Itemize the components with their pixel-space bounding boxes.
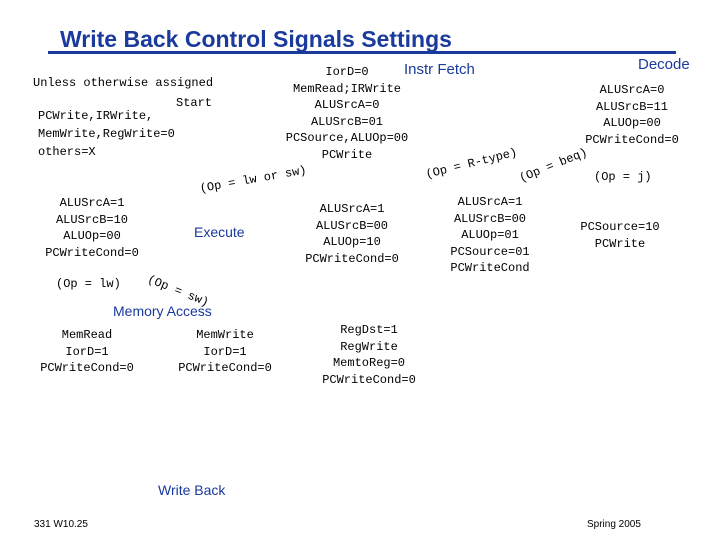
state-fetch-line: ALUSrcA=0	[314, 98, 380, 112]
defaults-line-1: Unless otherwise assigned	[33, 76, 214, 90]
stage-label-decode: Decode	[638, 56, 690, 73]
state-r-exec: ALUSrcA=1 ALUSrcB=00 ALUOp=10 PCWriteCon…	[296, 201, 408, 267]
state-branch-line: PCSource=01	[450, 244, 530, 259]
state-decode: ALUSrcA=0 ALUSrcB=11 ALUOp=00 PCWriteCon…	[568, 82, 696, 148]
state-branch-line: PCWriteCond	[450, 261, 530, 275]
footer-left: 331 W10.25	[34, 519, 88, 530]
title-underline	[48, 51, 676, 54]
state-mem-addr-line: ALUSrcA=1	[59, 196, 125, 210]
state-r-write-line: RegDst=1	[340, 323, 398, 337]
state-r-exec-line: PCWriteCond=0	[305, 251, 399, 266]
page-title: Write Back Control Signals Settings	[60, 26, 452, 52]
condition-r-type: (Op = R-type)	[424, 145, 519, 182]
state-fetch-line: MemRead;IRWrite	[292, 81, 402, 96]
defaults-line-3: MemWrite,RegWrite=0	[38, 127, 175, 141]
state-mem-read-line: MemRead	[61, 328, 113, 342]
defaults-line-2: PCWrite,IRWrite,	[38, 109, 154, 123]
state-mem-read: MemRead IorD=1 PCWriteCond=0	[30, 327, 144, 377]
state-branch-line: ALUOp=01	[461, 228, 519, 242]
condition-lw: (Op = lw)	[56, 277, 121, 291]
state-fetch-line: PCSource,ALUOp=00	[285, 131, 409, 145]
state-mem-write-line: PCWriteCond=0	[178, 361, 272, 375]
state-jump-line: PCSource=10	[580, 220, 660, 234]
state-branch: ALUSrcA=1 ALUSrcB=00 ALUOp=01 PCSource=0…	[440, 194, 540, 277]
condition-beq: (Op = beq)	[517, 145, 590, 186]
state-branch-line: ALUSrcA=1	[457, 195, 523, 209]
footer-right: Spring 2005	[587, 519, 641, 530]
state-decode-line: ALUSrcB=11	[595, 99, 668, 114]
state-mem-addr-line: ALUOp=00	[63, 229, 121, 243]
state-mem-read-line: PCWriteCond=0	[40, 361, 134, 375]
state-mem-addr-line: ALUSrcB=10	[55, 212, 128, 227]
state-fetch-line: IorD=0	[325, 65, 369, 79]
state-r-write: RegDst=1 RegWrite MemtoReg=0 PCWriteCond…	[312, 322, 426, 388]
stage-label-execute: Execute	[194, 224, 245, 240]
defaults-note: Unless otherwise assigned	[33, 74, 213, 92]
state-mem-write: MemWrite IorD=1 PCWriteCond=0	[168, 327, 282, 377]
stage-label-memory-access: Memory Access	[113, 303, 212, 319]
state-mem-addr-line: PCWriteCond=0	[45, 245, 139, 260]
state-decode-line: ALUOp=00	[603, 116, 661, 130]
start-label: Start	[176, 96, 213, 110]
defaults-line-4: others=X	[38, 145, 96, 159]
state-mem-read-line: IorD=1	[65, 344, 109, 359]
state-decode-line: PCWriteCond=0	[585, 132, 679, 147]
state-fetch-line: PCWrite	[321, 147, 373, 162]
state-jump-line: PCWrite	[594, 236, 646, 251]
state-decode-line: ALUSrcA=0	[599, 83, 665, 97]
stage-label-instr-fetch: Instr Fetch	[404, 61, 475, 78]
state-r-write-line: RegWrite	[340, 339, 398, 354]
condition-j: (Op = j)	[594, 170, 652, 184]
state-r-exec-line: ALUOp=10	[323, 235, 381, 249]
state-branch-line: ALUSrcB=00	[453, 211, 526, 226]
state-r-exec-line: ALUSrcA=1	[319, 202, 385, 216]
state-fetch: IorD=0 MemRead;IRWrite ALUSrcA=0 ALUSrcB…	[262, 64, 432, 163]
state-jump: PCSource=10 PCWrite	[572, 219, 668, 252]
state-r-write-line: PCWriteCond=0	[322, 372, 416, 387]
state-mem-write-line: MemWrite	[196, 328, 254, 342]
state-r-write-line: MemtoReg=0	[332, 356, 405, 370]
state-fetch-line: ALUSrcB=01	[310, 114, 383, 129]
state-mem-write-line: IorD=1	[203, 344, 247, 359]
state-r-exec-line: ALUSrcB=00	[315, 218, 388, 233]
stage-label-write-back: Write Back	[158, 482, 226, 498]
state-mem-addr: ALUSrcA=1 ALUSrcB=10 ALUOp=00 PCWriteCon…	[36, 195, 148, 261]
defaults-note-settings: PCWrite,IRWrite, MemWrite,RegWrite=0 oth…	[38, 107, 175, 161]
condition-lw-or-sw: (Op = lw or sw)	[198, 163, 308, 196]
